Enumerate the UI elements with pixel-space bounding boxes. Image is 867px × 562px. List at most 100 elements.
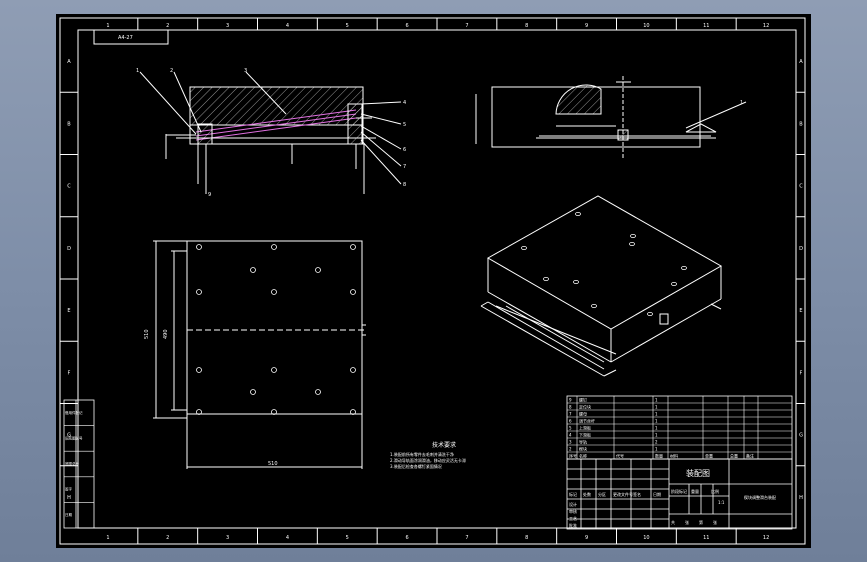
bom-header-cell: 总重 [730,453,738,459]
bom-cell: 1 [655,426,658,431]
side-view [475,76,747,159]
zone-col-label: 3 [226,535,229,541]
bolt-hole [350,289,356,295]
title-block-label: 日期 [653,491,661,497]
bom-cell: 9 [569,398,572,403]
title-block-label: 比例 [711,488,719,494]
title-block-label: 工艺 [569,516,577,521]
bolt-hole [196,367,202,373]
bom-cell: 1 [655,433,658,438]
bom-header-cell: 序号 [569,453,577,459]
zone-row-label: D [799,246,803,252]
plan-inner-dim: 490 [163,329,169,339]
plan-height-dim: 510 [144,329,150,339]
part-balloon: 2 [170,68,173,74]
bom-cell: 1 [655,419,658,424]
bom-cell: 1 [655,447,658,452]
zone-row-label: E [799,308,802,314]
title-block-label: 设计 [569,501,577,507]
bom-cell: 螺母 [579,411,587,417]
bom-cell: 上滑板 [579,425,591,431]
bolt-hole [250,389,256,395]
zone-col-label: 8 [525,23,528,29]
upper-block-hatch [189,86,364,126]
zone-col-label: 1 [106,535,109,541]
part-balloon: 1 [136,68,139,74]
front-section-view [139,71,402,194]
title-block-label: 标记 [569,491,577,497]
part-balloon: 5 [403,122,406,128]
bom-cell: 定位块 [579,404,591,410]
zone-row-label: A [67,59,71,65]
zone-col-label: 3 [226,23,229,29]
bom-cell: 8 [569,405,572,410]
bolt-hole [250,267,256,273]
bom-cell: 3 [569,440,572,445]
sheet-info: 张 [713,519,717,525]
bom-header-cell: 名称 [579,453,587,459]
zone-col-label: 4 [286,23,289,29]
zone-row-label: H [67,495,71,501]
bom-header-cell: 数量 [655,453,663,459]
unit-name: 楔块调整滑台装配 [744,494,776,500]
bolt-hole [271,367,277,373]
zone-col-label: 5 [346,23,349,29]
part-balloon: 9 [208,192,211,198]
tech-req-line-2: 2.滑动导轨面涂润滑油，移动应灵活无卡滞 [390,457,466,463]
sheet-info: 第 [699,519,703,525]
bolt-hole [271,289,277,295]
zone-row-label: D [67,246,71,252]
zone-row-label: C [67,184,71,190]
plan-view [153,240,366,469]
sheet-info: 共 [671,519,675,525]
zone-col-label: 11 [703,535,709,541]
zone-col-label: 9 [585,23,588,29]
zone-row-label: B [67,121,71,127]
bolt-hole [681,265,687,270]
zone-col-label: 2 [166,23,169,29]
zone-row-label: G [799,433,803,439]
corner-code-box [93,29,169,45]
zone-row-label: H [799,495,803,501]
isometric-view [480,195,723,377]
bolt-hole [521,245,527,250]
bom-header-cell: 材料 [670,453,678,459]
zone-row-label: A [799,59,803,65]
corner-code: A4-27 [118,35,133,41]
tech-requirements: 技术要求 1.装配前所有零件去毛刺并清洗干净 2.滑动导轨面涂润滑油，移动应灵活… [390,441,466,469]
zone-col-label: 2 [166,535,169,541]
zone-row-label: G [67,433,71,439]
bom-cell: 导轨 [579,439,587,445]
bom-cell: 5 [569,426,572,431]
zone-col-label: 6 [405,23,408,29]
bom-cell: 下滑板 [579,432,591,438]
bolt-hole [647,311,653,316]
title-block-label: 处数 [583,491,591,497]
bom-cell: 6 [569,419,572,424]
tech-req-line-1: 1.装配前所有零件去毛刺并清洗干净 [390,451,454,457]
bolt-hole [350,367,356,373]
bom-cell: 1 [655,412,658,417]
bom-cell: 2 [569,447,572,452]
strip-label: 日期 [65,512,72,517]
side-view-label: 1 [740,100,743,106]
part-balloon: 4 [403,100,406,106]
bolt-hole [629,241,635,246]
zone-col-label: 8 [525,535,528,541]
part-balloon: 8 [403,182,406,188]
zone-col-label: 10 [643,23,649,29]
zone-row-label: F [68,370,71,376]
title-block [566,458,793,530]
zone-col-label: 10 [643,535,649,541]
bom-cell: 1 [655,398,658,403]
left-strip [63,399,95,529]
bom-cell: 7 [569,412,572,417]
zone-col-label: 1 [106,23,109,29]
title-block-label: 分区 [598,491,606,497]
strip-label: 旧底图总号 [65,435,83,440]
zone-col-label: 7 [465,23,468,29]
zone-col-label: 9 [585,535,588,541]
zone-col-label: 7 [465,535,468,541]
zone-col-label: 4 [286,535,289,541]
